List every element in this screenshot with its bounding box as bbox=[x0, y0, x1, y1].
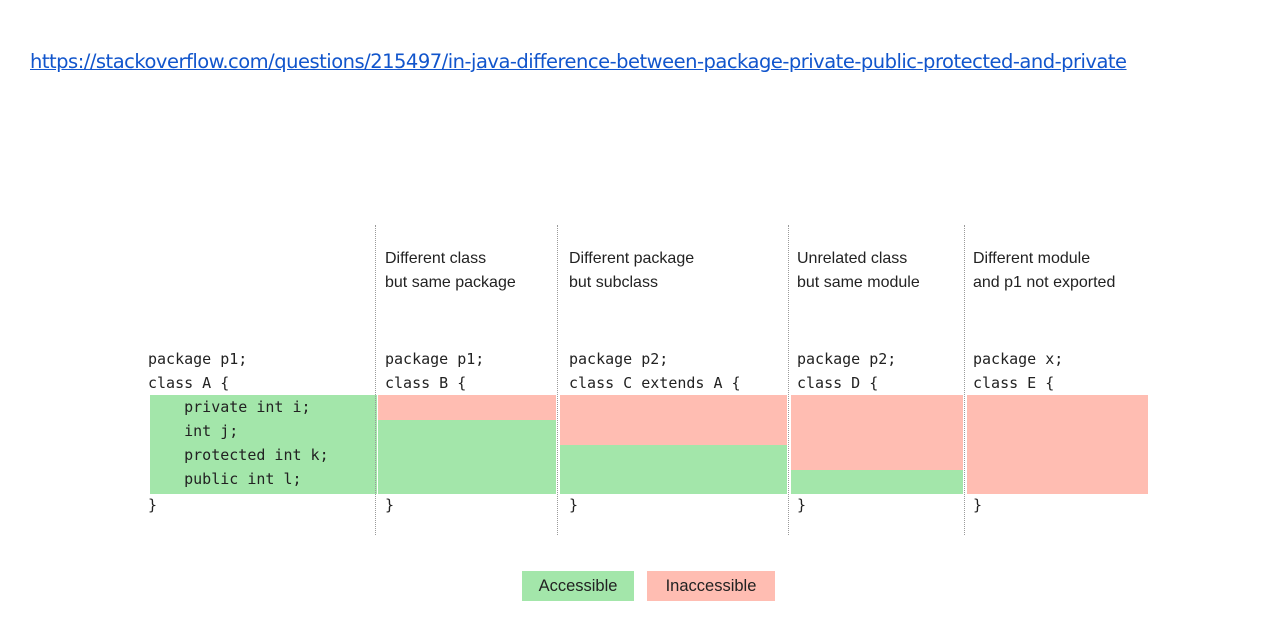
class-c-package: package p2; bbox=[569, 350, 669, 368]
access-cell bbox=[560, 420, 787, 445]
access-cell bbox=[791, 395, 963, 420]
class-b-close: } bbox=[385, 496, 395, 514]
access-cell bbox=[967, 395, 1148, 420]
class-a-package: package p1; bbox=[148, 350, 248, 368]
column-divider bbox=[964, 225, 965, 535]
column-divider bbox=[375, 225, 376, 535]
class-c-close: } bbox=[569, 496, 579, 514]
class-e-package: package x; bbox=[973, 350, 1064, 368]
column-header-line: but subclass bbox=[569, 274, 658, 291]
column-header-line: Different class bbox=[385, 250, 487, 267]
access-cell bbox=[967, 420, 1148, 445]
column-header-line: but same module bbox=[797, 274, 920, 291]
access-cell bbox=[560, 395, 787, 420]
member-protected-k: protected int k; bbox=[148, 446, 329, 464]
column-divider bbox=[788, 225, 789, 535]
column-header-line: and p1 not exported bbox=[973, 274, 1116, 291]
class-a-declaration: class A { bbox=[148, 374, 230, 392]
legend-accessible: Accessible bbox=[522, 571, 634, 601]
column-divider bbox=[557, 225, 558, 535]
class-b-package: package p1; bbox=[385, 350, 485, 368]
class-e-close: } bbox=[973, 496, 983, 514]
class-d-close: } bbox=[797, 496, 807, 514]
access-cell bbox=[560, 470, 787, 494]
access-cell bbox=[378, 445, 556, 470]
class-c-declaration: class C extends A { bbox=[569, 374, 741, 392]
access-cell bbox=[791, 470, 963, 494]
column-header-line: Different package bbox=[569, 250, 695, 267]
column-header: Different module and p1 not exported bbox=[973, 247, 1115, 295]
access-cell bbox=[791, 445, 963, 470]
member-public-l: public int l; bbox=[148, 470, 302, 488]
stackoverflow-link[interactable]: https://stackoverflow.com/questions/2154… bbox=[30, 50, 1127, 73]
access-cell bbox=[378, 470, 556, 494]
column-header-line: but same package bbox=[385, 274, 516, 291]
class-a-members-highlight bbox=[150, 395, 377, 494]
access-cell bbox=[967, 470, 1148, 494]
access-cell bbox=[378, 420, 556, 445]
member-private-i: private int i; bbox=[148, 398, 311, 416]
access-cell bbox=[560, 445, 787, 470]
legend-inaccessible: Inaccessible bbox=[647, 571, 775, 601]
access-cell bbox=[791, 420, 963, 445]
access-cell bbox=[967, 445, 1148, 470]
class-e-declaration: class E { bbox=[973, 374, 1055, 392]
column-header: Different class but same package bbox=[385, 247, 516, 295]
column-header: Unrelated class but same module bbox=[797, 247, 920, 295]
column-header-line: Unrelated class bbox=[797, 250, 908, 267]
class-b-declaration: class B { bbox=[385, 374, 467, 392]
class-d-package: package p2; bbox=[797, 350, 897, 368]
class-a-close: } bbox=[148, 496, 158, 514]
column-header-line: Different module bbox=[973, 250, 1091, 267]
member-int-j: int j; bbox=[148, 422, 239, 440]
access-cell bbox=[378, 395, 556, 420]
column-header: Different package but subclass bbox=[569, 247, 694, 295]
class-d-declaration: class D { bbox=[797, 374, 879, 392]
